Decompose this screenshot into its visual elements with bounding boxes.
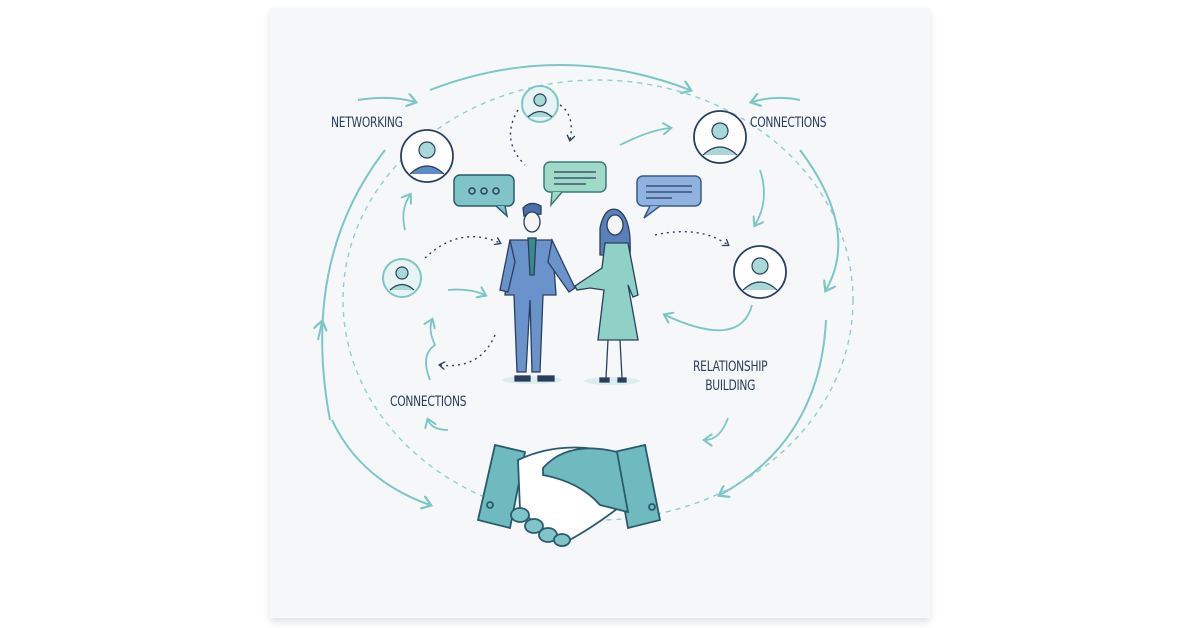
label-connections-left: CONNECTIONS [390,394,467,410]
label-networking: NETWORKING [331,115,403,131]
avatar-icon [400,129,454,183]
avatar-icon [733,245,787,299]
businesswoman-figure [574,208,640,385]
label-connections-top: CONNECTIONS [750,115,827,131]
speech-bubble-icon [636,175,702,219]
handshake-icon [476,443,662,547]
speech-bubble-icon [453,174,515,219]
businessman-figure [499,202,576,384]
avatar-icon [521,85,559,123]
label-relationship-line2: BUILDING [705,378,756,394]
label-relationship-building: RELATIONSHIP BUILDING [693,358,768,396]
speech-bubble-icon [543,161,607,208]
avatar-icon [382,258,422,298]
avatar-icon [693,110,747,164]
label-relationship-line1: RELATIONSHIP [693,359,768,375]
